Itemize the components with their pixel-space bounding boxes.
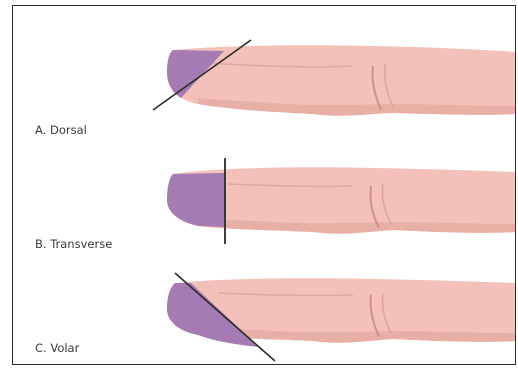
label-dorsal: A. Dorsal	[35, 123, 87, 137]
panel-transverse: B. Transverse	[13, 146, 516, 256]
amputated-nail-segment	[167, 173, 225, 227]
finger-dorsal-illustration	[13, 6, 516, 136]
panel-dorsal: A. Dorsal	[13, 6, 516, 136]
label-volar: C. Volar	[35, 341, 79, 355]
label-transverse: B. Transverse	[35, 237, 112, 251]
panel-volar: C. Volar	[13, 261, 516, 365]
figure-frame: A. Dorsal B. Transverse C. Volar	[12, 5, 516, 365]
finger-volar-illustration	[13, 261, 516, 365]
